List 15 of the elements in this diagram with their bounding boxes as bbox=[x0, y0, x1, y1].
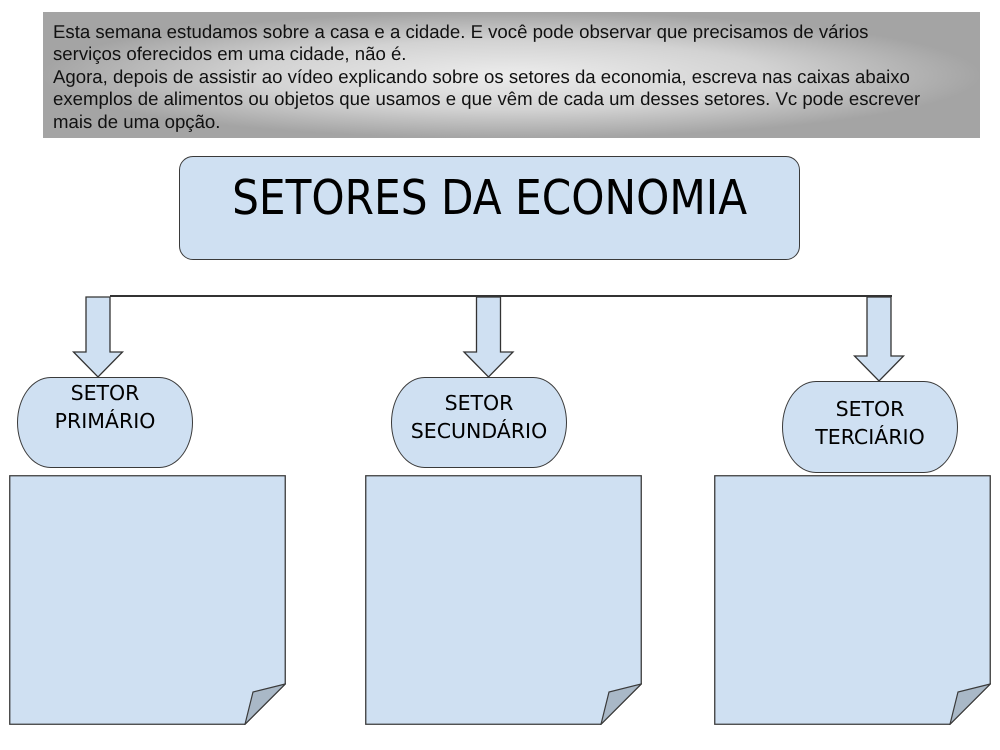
sector-label: SETOR PRIMÁRIO bbox=[54, 380, 156, 435]
block-arrow bbox=[72, 296, 124, 378]
sector-label: SETOR SECUNDÁRIO bbox=[410, 390, 548, 445]
title-box bbox=[179, 156, 800, 260]
instruction-text: Esta semana estudamos sobre a casa e a cidade. E você pode observar que precisamos de vários serviços oferecidos em uma cidade, não é. bbox=[53, 21, 870, 66]
branch-line bbox=[110, 295, 892, 297]
instruction-text: Agora, depois de assistir ao vídeo explicando sobre os setores da economia, escreva nas caixas abaixo exemplos de alimentos ou objetos que usamos e que vêm de cada um desses setores. Vc pode escrever mais de uma opção. bbox=[53, 66, 922, 134]
instruction-panel bbox=[43, 12, 980, 138]
answer-box bbox=[365, 475, 642, 725]
sector-label: SETOR TERCIÁRIO bbox=[814, 396, 926, 451]
title-text: SETORES DA ECONOMIA bbox=[232, 170, 747, 226]
answer-box bbox=[9, 475, 286, 725]
block-arrow bbox=[462, 296, 515, 378]
block-arrow bbox=[852, 296, 906, 382]
answer-box bbox=[714, 475, 991, 725]
